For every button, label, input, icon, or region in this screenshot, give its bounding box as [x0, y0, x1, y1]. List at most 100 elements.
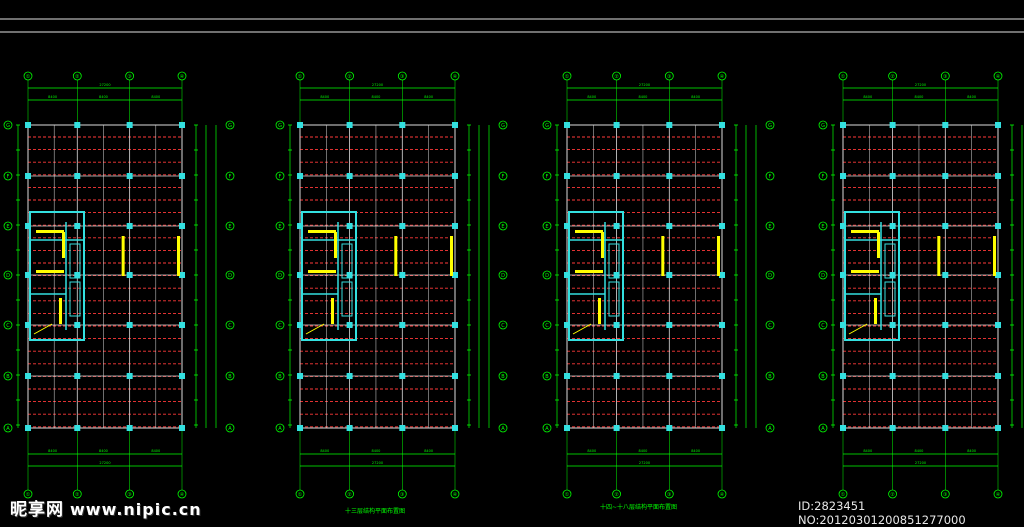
- axis-bubble-left: [542, 221, 552, 231]
- axis-label-left: C: [278, 323, 282, 329]
- axis-bubble-left: [818, 423, 828, 433]
- axis-bubble-right: [225, 270, 235, 280]
- axis-bubble-right: [765, 423, 775, 433]
- axis-label-left: B: [278, 374, 282, 380]
- beam-annotation: [874, 298, 877, 324]
- axis-label-left: C: [6, 323, 10, 329]
- overall-dimension: 27200: [639, 83, 650, 87]
- axis-bubble-right: [498, 320, 508, 330]
- structural-column: [995, 122, 1001, 128]
- structural-column: [74, 322, 81, 328]
- beam-annotation: [450, 236, 453, 276]
- watermark-id: ID:2823451 NO:20120301200851277000: [798, 499, 966, 527]
- axis-bubble-right: [765, 270, 775, 280]
- axis-bubble-left: [3, 423, 13, 433]
- structural-column: [452, 173, 458, 179]
- axis-label-right: E: [501, 224, 504, 230]
- structural-column: [297, 223, 303, 229]
- structural-column: [666, 373, 673, 379]
- structural-column: [452, 272, 458, 278]
- bay-dimension-bottom: 8400: [863, 449, 872, 453]
- axis-label-bottom: ③: [943, 492, 947, 498]
- axis-label-bottom: ④: [996, 492, 1001, 498]
- structural-column: [889, 425, 896, 431]
- axis-label-right: D: [228, 273, 232, 279]
- axis-bubble-left: [542, 371, 552, 381]
- beam-annotation: [575, 270, 603, 273]
- bay-dimension-bottom: 8400: [99, 449, 108, 453]
- structural-column: [179, 272, 185, 278]
- structural-column: [613, 122, 620, 128]
- structural-column: [564, 322, 570, 328]
- structural-column: [297, 322, 303, 328]
- axis-bubble-right: [498, 221, 508, 231]
- axis-label-left: F: [546, 174, 549, 180]
- structural-column: [942, 373, 949, 379]
- stair-arrow: [305, 323, 325, 335]
- plan-title-3: 十四~十八层结构平面布置图: [600, 504, 678, 511]
- bay-dimension-bottom: 8400: [48, 449, 57, 453]
- axis-label-left: A: [545, 426, 549, 432]
- structural-column: [564, 173, 570, 179]
- axis-label-top: ④: [720, 74, 725, 80]
- bay-dimension: 8400: [967, 95, 976, 99]
- axis-bubble-right: [498, 423, 508, 433]
- axis-bubble-left: [275, 320, 285, 330]
- structural-column: [995, 173, 1001, 179]
- axis-bubble-right: [225, 320, 235, 330]
- structural-column: [346, 173, 353, 179]
- axis-bubble-left: [275, 221, 285, 231]
- axis-label-top: ③: [943, 74, 947, 80]
- stair-arrow: [848, 323, 868, 335]
- elevator-shaft: [341, 281, 353, 317]
- beam-annotation: [334, 232, 337, 258]
- structural-column: [840, 373, 846, 379]
- bay-dimension: 8400: [424, 95, 433, 99]
- structural-column: [666, 173, 673, 179]
- structural-column: [74, 173, 81, 179]
- structural-column: [399, 322, 406, 328]
- structural-column: [613, 223, 620, 229]
- axis-bubble-right: [765, 221, 775, 231]
- beam-annotation: [661, 236, 665, 276]
- axis-label-bottom: ②: [347, 492, 352, 498]
- axis-bubble-right: [498, 371, 508, 381]
- axis-label-bottom: ③: [400, 492, 404, 498]
- structural-column: [25, 272, 31, 278]
- structural-column: [889, 122, 896, 128]
- beam-annotation: [394, 236, 398, 276]
- structural-column: [942, 223, 949, 229]
- structural-column: [889, 322, 896, 328]
- axis-label-right: B: [228, 374, 232, 380]
- axis-bubble-left: [3, 320, 13, 330]
- structural-column: [995, 425, 1001, 431]
- structural-column: [719, 425, 725, 431]
- structural-column: [613, 373, 620, 379]
- structural-column: [399, 223, 406, 229]
- beam-annotation: [308, 230, 336, 233]
- axis-label-top: ①: [841, 74, 846, 80]
- axis-label-top: ①: [565, 74, 570, 80]
- axis-bubble-left: [818, 120, 828, 130]
- axis-bubble-right: [765, 371, 775, 381]
- axis-label-bottom: ④: [180, 492, 185, 498]
- axis-bubble-left: [818, 320, 828, 330]
- overall-dimension-bottom: 27200: [372, 461, 383, 465]
- axis-bubble-right: [225, 371, 235, 381]
- axis-bubble-right: [225, 171, 235, 181]
- elevator-shaft: [608, 243, 620, 279]
- axis-bubble-left: [818, 171, 828, 181]
- structural-column: [452, 425, 458, 431]
- axis-label-bottom: ③: [667, 492, 671, 498]
- axis-label-bottom: ①: [565, 492, 570, 498]
- axis-label-left: E: [821, 224, 824, 230]
- beam-annotation: [331, 298, 334, 324]
- axis-label-bottom: ②: [614, 492, 619, 498]
- axis-label-right: G: [501, 123, 505, 129]
- bay-dimension: 8400: [320, 95, 329, 99]
- beam-annotation: [62, 232, 65, 258]
- structural-column: [126, 425, 133, 431]
- beam-annotation: [937, 236, 941, 276]
- floor-plan-2: ①①②②③③④④27200272008400840084008400840084…: [275, 71, 508, 499]
- axis-bubble-left: [542, 320, 552, 330]
